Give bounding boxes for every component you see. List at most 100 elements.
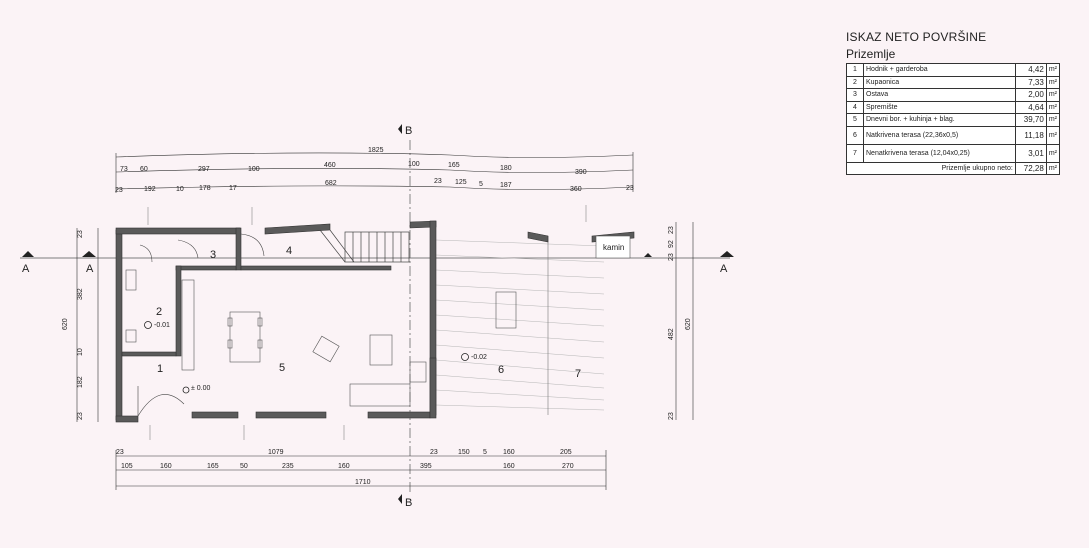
table-row: 3 Ostava 2,00 m² (846, 88, 1061, 102)
table-row: 4 Spremište 4,64 m² (846, 100, 1061, 114)
svg-text:17: 17 (229, 185, 237, 192)
door-swings (137, 233, 265, 417)
svg-text:165: 165 (448, 162, 460, 169)
unit: m² (1045, 113, 1061, 127)
section-a-left-label: A (22, 263, 30, 275)
room-5-label: 5 (279, 362, 285, 374)
sofa (349, 383, 411, 407)
svg-text:23: 23 (626, 185, 634, 192)
room-name: Natkrivena terasa (22,36x0,5) (863, 125, 1016, 145)
room-name: Spremište (863, 100, 1016, 114)
svg-text:180: 180 (500, 165, 512, 172)
terrace-table (495, 291, 517, 329)
room-1-label: 1 (157, 363, 163, 375)
dimensions-top (115, 152, 634, 193)
dim-bottom-row2: 105 160 165 50 235 160 395 160 270 (121, 463, 574, 470)
svg-text:23: 23 (116, 449, 124, 456)
svg-text:23: 23 (77, 230, 84, 238)
washbasin (125, 329, 137, 343)
table-row: 5 Dnevni bor. + kuhinja + blag. 39,70 m² (846, 113, 1061, 127)
room-name: Hodnik + garderoba (863, 63, 1016, 77)
area-table-panel: ISKAZ NETO POVRŠINE Prizemlje 1 Hodnik +… (846, 30, 1061, 175)
total-label: Prizemlje ukupno neto: (846, 161, 1016, 175)
svg-text:382: 382 (77, 288, 84, 300)
row-number: 4 (846, 100, 864, 114)
svg-text:360: 360 (570, 186, 582, 193)
bathroom-fixture (125, 269, 137, 291)
svg-text:100: 100 (408, 161, 420, 168)
unit: m² (1045, 100, 1061, 114)
kitchen-counter (181, 279, 195, 371)
unit: m² (1045, 88, 1061, 102)
svg-text:5: 5 (483, 449, 487, 456)
svg-text:620: 620 (685, 318, 692, 330)
svg-text:160: 160 (160, 463, 172, 470)
staircase (319, 229, 410, 263)
room-area: 3,01 (1014, 143, 1047, 163)
room-2-label: 2 (156, 306, 162, 318)
armchair (312, 335, 340, 363)
svg-text:270: 270 (562, 463, 574, 470)
level-mark-3: -0.02 (471, 354, 487, 361)
svg-text:235: 235 (282, 463, 294, 470)
svg-text:100: 100 (248, 166, 260, 173)
svg-text:73: 73 (120, 166, 128, 173)
unit: m² (1045, 75, 1061, 89)
room-area: 4,42 (1014, 63, 1047, 77)
svg-text:165: 165 (207, 463, 219, 470)
unit: m² (1045, 125, 1061, 145)
svg-text:192: 192 (144, 186, 156, 193)
svg-text:50: 50 (240, 463, 248, 470)
svg-text:105: 105 (121, 463, 133, 470)
svg-text:205: 205 (560, 449, 572, 456)
room-name: Kupaonica (863, 75, 1016, 89)
unit: m² (1045, 161, 1061, 175)
svg-text:482: 482 (668, 328, 675, 340)
table-row: 2 Kupaonica 7,33 m² (846, 75, 1061, 89)
row-number: 3 (846, 88, 864, 102)
furniture (125, 235, 631, 407)
svg-text:187: 187 (500, 182, 512, 189)
svg-text:125: 125 (455, 179, 467, 186)
room-name: Dnevni bor. + kuhinja + blag. (863, 113, 1016, 127)
svg-text:395: 395 (420, 463, 432, 470)
section-marker-b-top: B (398, 124, 412, 137)
kamin-label: kamin (603, 243, 624, 252)
dim-top-overall: 1825 (368, 147, 384, 154)
total-value: 72,28 (1014, 161, 1047, 175)
svg-text:23: 23 (668, 253, 675, 261)
svg-text:23: 23 (668, 412, 675, 420)
svg-text:10: 10 (176, 186, 184, 193)
walls (115, 220, 635, 423)
dimensions-bottom (115, 450, 607, 490)
svg-text:1079: 1079 (268, 449, 284, 456)
svg-text:10: 10 (77, 348, 84, 356)
svg-text:23: 23 (115, 187, 123, 194)
svg-text:60: 60 (140, 166, 148, 173)
dim-left-labels: 23 382 10 182 23 620 (62, 230, 84, 420)
row-number: 5 (846, 113, 864, 127)
dim-bottom-overall: 1710 (355, 479, 371, 486)
svg-text:297: 297 (198, 166, 210, 173)
svg-text:160: 160 (503, 463, 515, 470)
section-marker-a-left: A A (22, 251, 96, 275)
svg-text:5: 5 (479, 181, 483, 188)
room-numbers: 1 2 3 4 5 6 7 kamin (156, 243, 624, 380)
section-marker-a-right: A (644, 251, 734, 275)
section-marker-b-bottom: B (398, 494, 412, 509)
dim-top-row3: 23 192 10 178 17 682 23 125 5 187 360 23 (115, 178, 634, 194)
area-table: 1 Hodnik + garderoba 4,42 m² 2 Kupaonica… (846, 63, 1061, 175)
svg-text:23: 23 (668, 226, 675, 234)
room-area: 39,70 (1014, 113, 1047, 127)
svg-text:182: 182 (77, 376, 84, 388)
row-number: 7 (846, 143, 864, 163)
room-area: 4,64 (1014, 100, 1047, 114)
dining-table (229, 311, 261, 363)
row-number: 6 (846, 125, 864, 145)
room-name: Nenatkrivena terasa (12,04x0,25) (863, 143, 1016, 163)
svg-text:160: 160 (503, 449, 515, 456)
svg-text:178: 178 (199, 185, 211, 192)
table-row: 1 Hodnik + garderoba 4,42 m² (846, 63, 1061, 77)
level-mark-1: -0.01 (154, 322, 170, 329)
